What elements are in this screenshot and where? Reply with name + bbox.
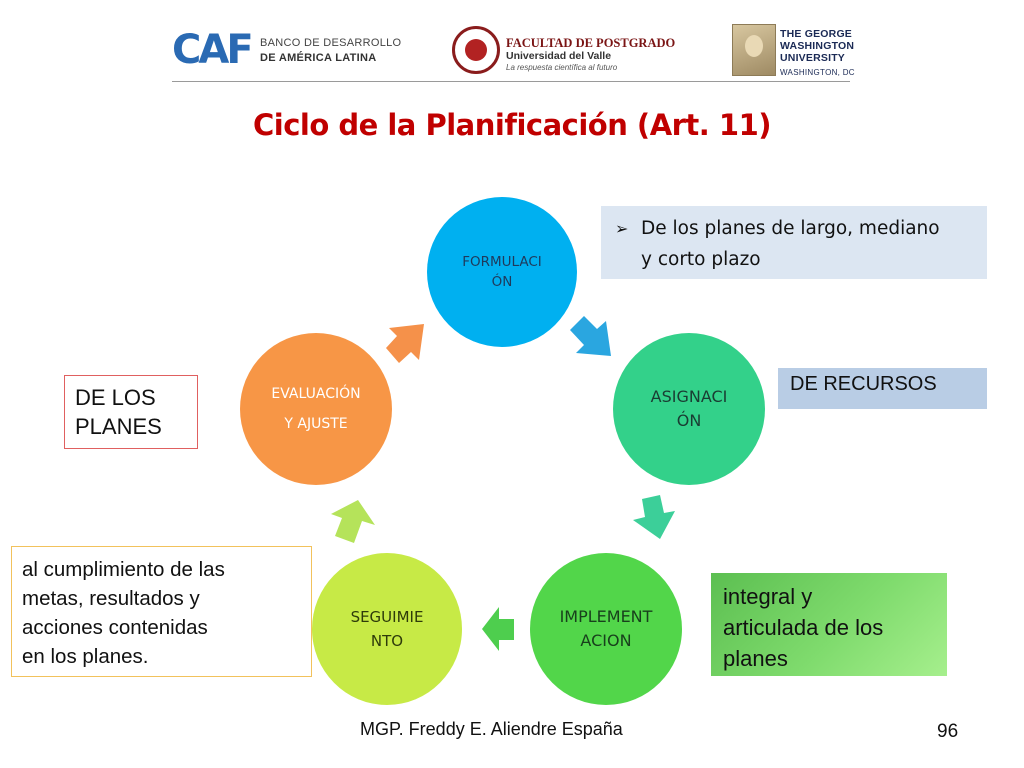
gwu-logo-text: THE GEORGE WASHINGTON UNIVERSITY bbox=[780, 28, 854, 64]
cycle-node-asignacion: ASIGNACI ÓN bbox=[613, 333, 765, 485]
cumplimiento-line4: en los planes. bbox=[22, 645, 149, 668]
formulacion-line2: ÓN bbox=[491, 274, 513, 290]
planes-line1: DE LOS bbox=[75, 385, 156, 410]
caf-logo-text: BANCO DE DESARROLLO DE AMÉRICA LATINA bbox=[260, 36, 401, 66]
cycle-node-seguimiento: SEGUIMIE NTO bbox=[312, 553, 462, 705]
seguimiento-line1: SEGUIMIE bbox=[350, 608, 424, 626]
page-number: 96 bbox=[937, 721, 959, 742]
caf-logo-mark: CAF bbox=[172, 27, 254, 73]
caf-logo-mark-text: CAF bbox=[172, 27, 254, 73]
gwu-logo: THE GEORGE WASHINGTON UNIVERSITY WASHING… bbox=[732, 24, 855, 78]
cycle-node-implementacion: IMPLEMENT ACION bbox=[530, 553, 682, 705]
largo-line1: De los planes de largo, mediano bbox=[641, 218, 940, 239]
formulacion-line1: FORMULACI bbox=[462, 254, 542, 270]
planes-line2: PLANES bbox=[75, 414, 162, 439]
implementacion-line1: IMPLEMENT bbox=[559, 607, 653, 626]
evaluacion-line2: Y AJUSTE bbox=[284, 416, 348, 432]
callout-recursos: DE RECURSOS bbox=[778, 368, 987, 409]
arrow-evaluacion-formulacion bbox=[386, 324, 424, 363]
seguimiento-line2: NTO bbox=[370, 632, 404, 650]
arrow-implementacion-seguimiento bbox=[482, 607, 514, 651]
postgrado-subtitle: Universidad del Valle bbox=[506, 50, 612, 62]
caf-logo: CAF BANCO DE DESARROLLO DE AMÉRICA LATIN… bbox=[172, 26, 402, 74]
bullet-arrow-icon: ➢ bbox=[615, 219, 629, 238]
portrait-icon bbox=[732, 24, 776, 76]
asignacion-line1: ASIGNACI bbox=[650, 387, 728, 406]
callout-cumplimiento: al cumplimiento de las metas, resultados… bbox=[11, 546, 312, 677]
callout-largo-plazo: ➢ De los planes de largo, mediano y cort… bbox=[601, 206, 987, 279]
gwu-city: WASHINGTON, DC bbox=[780, 68, 855, 77]
integral-line3: planes bbox=[723, 646, 788, 671]
gwu-line1: THE GEORGE bbox=[780, 28, 853, 40]
arrow-formulacion-asignacion bbox=[570, 316, 611, 356]
arrow-seguimiento-evaluacion bbox=[331, 500, 375, 543]
gwu-line2: WASHINGTON bbox=[780, 40, 855, 52]
university-seal-icon bbox=[452, 26, 500, 74]
cycle-node-evaluacion: EVALUACIÓN Y AJUSTE bbox=[240, 333, 392, 485]
cycle-node-formulacion: FORMULACI ÓN bbox=[427, 197, 577, 347]
callout-integral: integral y articulada de los planes bbox=[711, 573, 947, 676]
cumplimiento-line3: acciones contenidas bbox=[22, 616, 208, 639]
integral-line1: integral y bbox=[723, 584, 813, 609]
cumplimiento-line2: metas, resultados y bbox=[22, 587, 200, 610]
postgrado-tagline: La respuesta científica al futuro bbox=[506, 63, 618, 72]
caf-logo-line1: BANCO DE DESARROLLO bbox=[260, 37, 402, 49]
callout-de-los-planes: DE LOS PLANES bbox=[64, 375, 198, 449]
gwu-line3: UNIVERSITY bbox=[780, 52, 846, 64]
postgrado-logo: FACULTAD DE POSTGRADO Universidad del Va… bbox=[452, 26, 682, 76]
largo-line2: y corto plazo bbox=[641, 249, 761, 270]
header-divider bbox=[172, 81, 850, 82]
caf-logo-line2: DE AMÉRICA LATINA bbox=[260, 52, 377, 64]
page-title: Ciclo de la Planificación (Art. 11) bbox=[252, 108, 772, 142]
arrow-asignacion-implementacion bbox=[633, 495, 675, 539]
asignacion-line2: ÓN bbox=[676, 411, 702, 430]
integral-line2: articulada de los bbox=[723, 615, 884, 640]
cumplimiento-line1: al cumplimiento de las bbox=[22, 558, 225, 581]
evaluacion-line1: EVALUACIÓN bbox=[271, 386, 361, 402]
footer-author: MGP. Freddy E. Aliendre España bbox=[360, 719, 623, 739]
implementacion-line2: ACION bbox=[580, 631, 632, 650]
postgrado-title: FACULTAD DE POSTGRADO bbox=[506, 36, 676, 50]
